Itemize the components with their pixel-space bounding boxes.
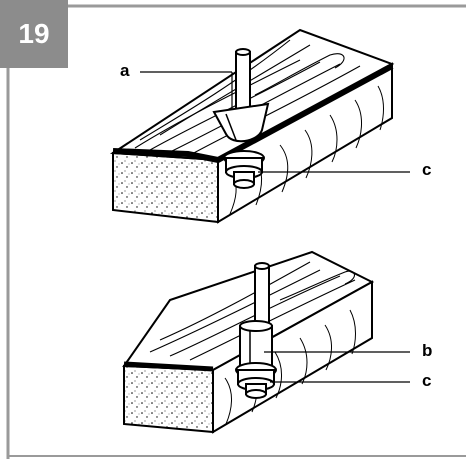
top-leader-lines: [140, 71, 410, 173]
frame-border: [6, 4, 466, 459]
figure-number-badge: 19: [0, 0, 68, 68]
callout-label-b: b: [422, 341, 433, 360]
bottom-workpiece-illustration: [122, 250, 375, 434]
bottom-leader-lines: [264, 351, 410, 383]
callout-label-a: a: [120, 61, 130, 80]
callout-label-c-bottom: c: [422, 371, 432, 390]
callout-label-c-top: c: [422, 160, 432, 179]
top-workpiece-illustration: [109, 28, 395, 224]
